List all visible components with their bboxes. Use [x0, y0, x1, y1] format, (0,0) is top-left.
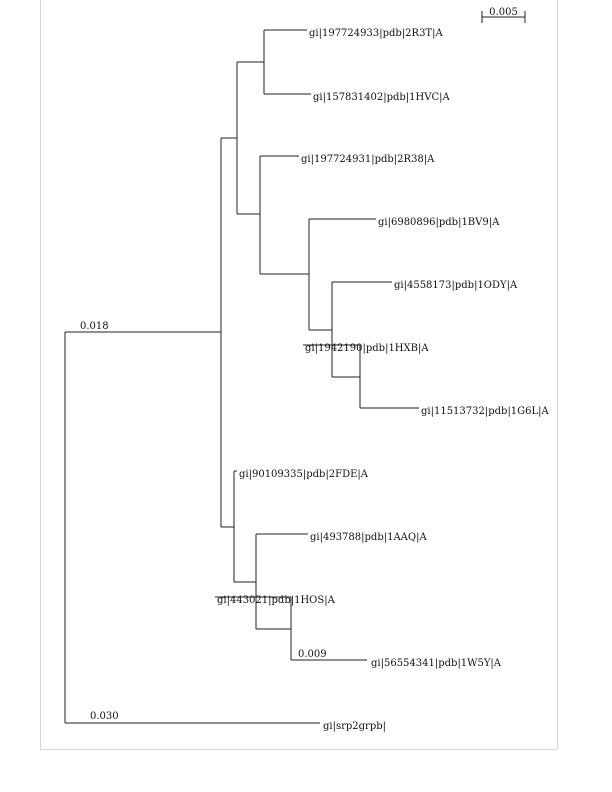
branch-length-ingroup: 0.018	[80, 321, 109, 332]
leaf-label: gi|6980896|pdb|1BV9|A	[378, 217, 500, 228]
branch-length-L11: 0.009	[298, 649, 327, 660]
leaf-label: gi|56554341|pdb|1W5Y|A	[371, 658, 502, 669]
leaf-label: gi|11513732|pdb|1G6L|A	[421, 406, 550, 417]
leaf-label: gi|90109335|pdb|2FDE|A	[239, 469, 369, 480]
leaf-label: gi|4558173|pdb|1ODY|A	[394, 280, 518, 291]
branch-length-L12: 0.030	[90, 711, 119, 722]
scale-bar: 0.005	[481, 7, 526, 23]
leaf-label: gi|493788|pdb|1AAQ|A	[310, 532, 427, 543]
leaf-label: gi|197724933|pdb|2R3T|A	[309, 28, 443, 39]
scale-bar-label: 0.005	[489, 7, 518, 18]
leaf-label: gi|srp2grpb|	[323, 721, 386, 732]
leaf-label: gi|1942190|pdb|1HXB|A	[305, 343, 429, 354]
leaf-label: gi|157831402|pdb|1HVC|A	[313, 92, 450, 103]
leaf-label: gi|197724931|pdb|2R38|A	[301, 154, 435, 165]
leaf-label: gi|443021|pdb|1HOS|A	[217, 595, 336, 606]
figure-frame	[40, 0, 558, 750]
